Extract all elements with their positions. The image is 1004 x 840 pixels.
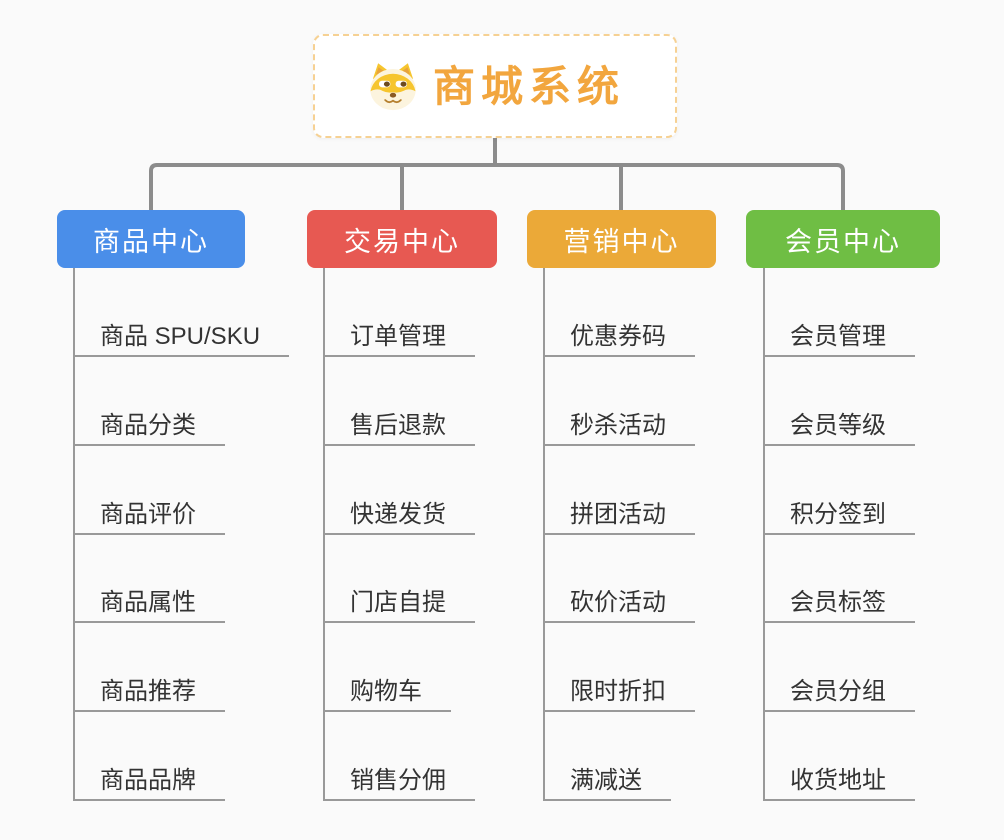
child-topic[interactable]: 商品品牌 [73, 767, 225, 801]
child-topic[interactable]: 门店自提 [323, 589, 475, 623]
child-topic[interactable]: 满减送 [543, 767, 671, 801]
branch-trade-children: 订单管理 售后退款 快递发货 门店自提 购物车 销售分佣 [323, 268, 613, 808]
branch-label: 营销中心 [563, 226, 680, 257]
child-topic[interactable]: 商品推荐 [73, 678, 225, 712]
child-topic[interactable]: 优惠券码 [543, 323, 695, 357]
child-topic[interactable]: 会员等级 [763, 412, 915, 446]
child-topic[interactable]: 售后退款 [323, 412, 475, 446]
branch-member-children: 会员管理 会员等级 积分签到 会员标签 会员分组 收货地址 [763, 268, 1004, 808]
child-topic[interactable]: 快递发货 [323, 501, 475, 535]
branch-marketing-center[interactable]: 营销中心 [527, 210, 716, 268]
child-topic[interactable]: 会员标签 [763, 589, 915, 623]
branch-label: 会员中心 [785, 226, 901, 257]
child-topic[interactable]: 砍价活动 [543, 589, 695, 623]
child-topic[interactable]: 积分签到 [763, 501, 915, 535]
root-topic-title: 商城系统 [432, 63, 625, 110]
child-topic[interactable]: 限时折扣 [543, 678, 695, 712]
shiba-dog-icon [365, 61, 421, 111]
child-topic[interactable]: 秒杀活动 [543, 412, 695, 446]
branch-label: 交易中心 [344, 226, 460, 257]
child-topic[interactable]: 购物车 [323, 678, 451, 712]
child-topic[interactable]: 商品属性 [73, 589, 225, 623]
child-topic[interactable]: 商品 SPU/SKU [73, 323, 290, 357]
child-topic[interactable]: 收货地址 [763, 767, 915, 801]
child-topic[interactable]: 会员分组 [763, 678, 915, 712]
child-topic[interactable]: 会员管理 [763, 323, 915, 357]
root-topic[interactable]: 商城系统 [313, 34, 677, 138]
child-topic[interactable]: 销售分佣 [323, 767, 475, 801]
branch-product-center[interactable]: 商品中心 [57, 210, 245, 268]
branch-marketing-children: 优惠券码 秒杀活动 拼团活动 砍价活动 限时折扣 满减送 [543, 268, 833, 808]
branch-product-children: 商品 SPU/SKU 商品分类 商品评价 商品属性 商品推荐 商品品牌 [73, 268, 363, 808]
branch-trade-center[interactable]: 交易中心 [307, 210, 497, 268]
child-topic[interactable]: 商品分类 [73, 412, 225, 446]
branch-member-center[interactable]: 会员中心 [746, 210, 940, 268]
child-topic[interactable]: 商品评价 [73, 501, 225, 535]
branch-label: 商品中心 [93, 226, 209, 257]
child-topic[interactable]: 订单管理 [323, 323, 475, 357]
child-topic[interactable]: 拼团活动 [543, 501, 695, 535]
